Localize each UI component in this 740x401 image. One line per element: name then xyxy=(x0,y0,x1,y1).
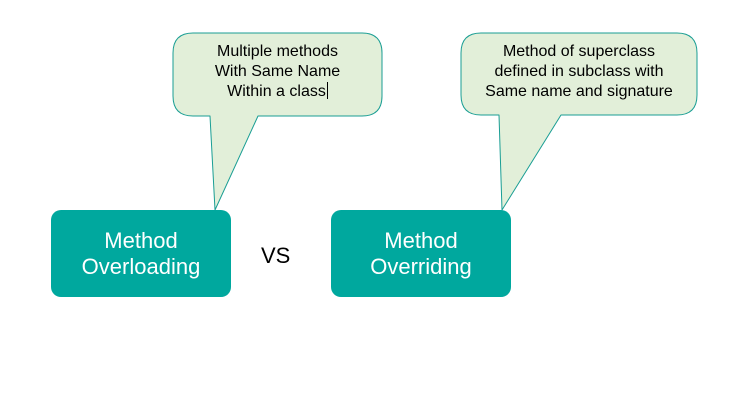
right-callout-line-3: Same name and signature xyxy=(485,83,673,100)
right-callout-line-1: Method of superclass xyxy=(502,43,656,60)
method-overloading-line-2: Overloading xyxy=(81,253,201,279)
method-overloading-label: Method Overloading xyxy=(82,228,201,280)
left-callout-line-3-wrap: Within a class xyxy=(173,82,382,102)
left-callout-line-2: With Same Name xyxy=(214,63,341,80)
method-overriding-box[interactable]: Method Overriding xyxy=(331,210,511,297)
left-callout-bubble xyxy=(172,32,383,211)
left-callout-line-1: Multiple methods xyxy=(217,43,338,60)
text-cursor xyxy=(326,82,328,99)
method-overriding-label: Method Overriding xyxy=(370,228,471,280)
vs-label: VS xyxy=(261,243,291,268)
right-callout-text: Method of superclass defined in subclass… xyxy=(461,42,697,102)
left-callout-text: Multiple methods With Same Name Within a… xyxy=(173,42,382,102)
left-callout-line-3: Within a class xyxy=(227,83,326,100)
right-callout-line-2: defined in subclass with xyxy=(494,63,664,80)
method-overloading-box[interactable]: Method Overloading xyxy=(51,210,231,297)
method-overriding-line-1: Method xyxy=(384,227,458,253)
method-overriding-line-2: Overriding xyxy=(370,253,472,279)
right-callout-bubble xyxy=(460,32,698,211)
method-overloading-line-1: Method xyxy=(104,227,178,253)
